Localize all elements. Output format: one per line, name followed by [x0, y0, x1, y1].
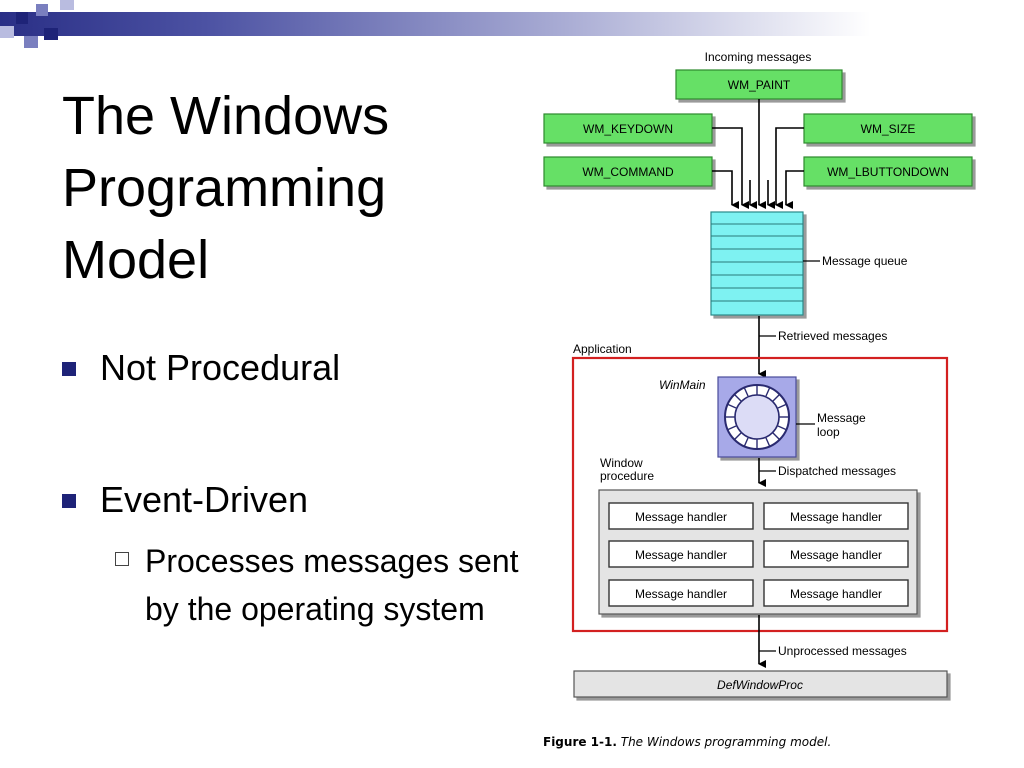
- bullet-item: Event-Driven: [62, 478, 309, 522]
- windows-model-diagram: Incoming messages WM_PAINT WM_KEYDOWN WM…: [543, 50, 973, 698]
- message-label: WM_PAINT: [728, 78, 791, 92]
- message-wm-command: WM_COMMAND: [543, 156, 713, 187]
- unprocessed-label: Unprocessed messages: [778, 644, 907, 658]
- defwindowproc-box: DefWindowProc: [573, 670, 948, 698]
- message-loop: [717, 376, 797, 458]
- decor-square: [60, 0, 74, 10]
- message-wm-paint: WM_PAINT: [675, 69, 843, 100]
- dispatched-label: Dispatched messages: [778, 464, 896, 478]
- slide-title: The Windows Programming Model: [62, 86, 390, 290]
- incoming-label: Incoming messages: [705, 50, 812, 64]
- application-label: Application: [573, 342, 632, 356]
- queue-label: Message queue: [822, 254, 908, 268]
- caption-text: The Windows programming model.: [620, 735, 832, 749]
- decor-square: [16, 12, 28, 24]
- square-bullet-icon: [62, 494, 76, 508]
- message-label: WM_SIZE: [861, 122, 916, 136]
- decor-square: [36, 4, 48, 16]
- bullet-label: Not Procedural: [100, 347, 341, 388]
- decor-square: [44, 28, 58, 40]
- window-proc-label-line1: Window: [600, 456, 643, 470]
- bullet-label: Event-Driven: [100, 479, 309, 520]
- retrieved-label: Retrieved messages: [778, 329, 887, 343]
- figure-caption: Figure 1-1. The Windows programming mode…: [543, 735, 831, 749]
- message-handler: Message handler: [790, 548, 882, 562]
- message-label: WM_LBUTTONDOWN: [827, 165, 949, 179]
- window-proc-label-line2: procedure: [600, 469, 654, 483]
- message-handler: Message handler: [635, 510, 727, 524]
- message-wm-keydown: WM_KEYDOWN: [543, 113, 713, 144]
- bullet-item: Not Procedural: [62, 346, 341, 390]
- message-queue: [710, 211, 804, 316]
- sub-bullet-label: Processes messages sent by the operating…: [145, 543, 519, 627]
- message-wm-size: WM_SIZE: [803, 113, 973, 144]
- message-wm-lbuttondown: WM_LBUTTONDOWN: [803, 156, 973, 187]
- message-label: WM_KEYDOWN: [583, 122, 673, 136]
- loop-label-line1: Message: [817, 411, 866, 425]
- loop-label-line2: loop: [817, 425, 840, 439]
- hollow-square-bullet-icon: [115, 552, 129, 566]
- message-handler: Message handler: [790, 510, 882, 524]
- message-handler: Message handler: [635, 587, 727, 601]
- message-handler: Message handler: [790, 587, 882, 601]
- decor-square: [0, 26, 14, 38]
- message-label: WM_COMMAND: [582, 165, 674, 179]
- incoming-arrows: [712, 99, 804, 209]
- square-bullet-icon: [62, 362, 76, 376]
- sub-bullet-item: Processes messages sent by the operating…: [115, 537, 535, 633]
- caption-number: Figure 1-1.: [543, 735, 617, 749]
- defwindowproc-label: DefWindowProc: [717, 678, 803, 692]
- winmain-label: WinMain: [659, 378, 706, 392]
- decor-square: [24, 36, 38, 48]
- application-box: [571, 356, 949, 633]
- header-gradient-bar: [0, 12, 1024, 36]
- handler-grid: Message handler Message handler Message …: [608, 502, 909, 607]
- message-handler: Message handler: [635, 548, 727, 562]
